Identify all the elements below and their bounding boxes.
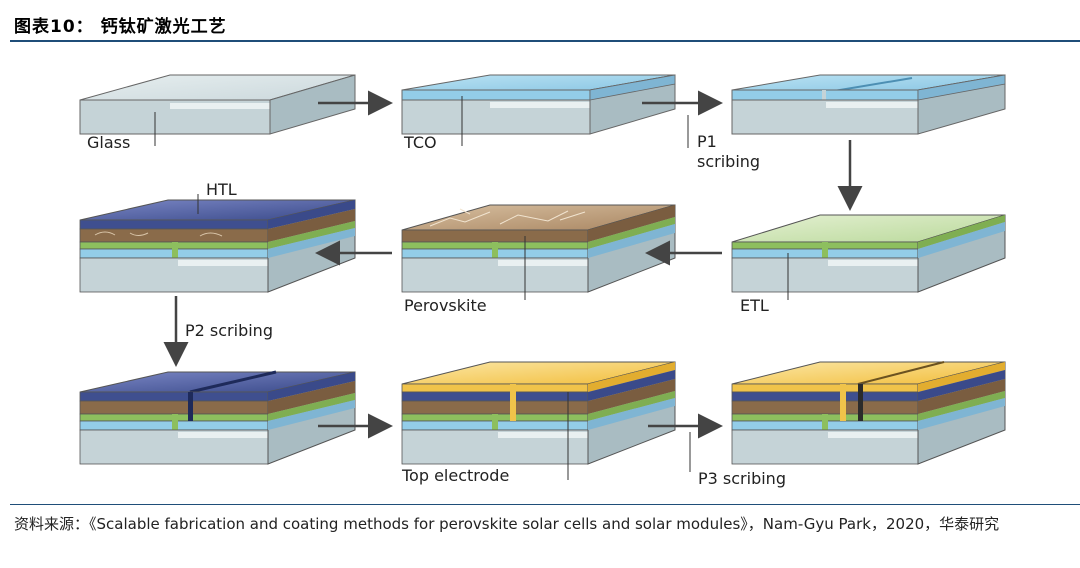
- block-perovskite: [401, 204, 676, 293]
- label-perovskite: Perovskite: [404, 296, 487, 315]
- label-p3: P3 scribing: [698, 469, 786, 488]
- block-p3-scribed: [731, 361, 1006, 465]
- figure-title: 图表10： 钙钛矿激光工艺: [14, 17, 227, 37]
- label-tco: TCO: [403, 133, 437, 152]
- label-htl: HTL: [206, 180, 237, 199]
- block-top-electrode: [401, 361, 676, 465]
- block-tco: [401, 74, 676, 135]
- label-glass: Glass: [87, 133, 130, 152]
- block-p2-scribed: [79, 370, 356, 465]
- label-top-electrode: Top electrode: [401, 466, 509, 485]
- block-glass: [79, 74, 356, 135]
- block-etl: [731, 214, 1006, 293]
- block-htl: [79, 199, 356, 293]
- label-p1-line1: P1: [697, 132, 717, 151]
- label-p2: P2 scribing: [185, 321, 273, 340]
- title-divider: [10, 40, 1080, 42]
- source-note: 资料来源：《Scalable fabrication and coating m…: [14, 515, 1000, 533]
- block-p1-scribed: [731, 74, 1006, 135]
- label-p1-line2: scribing: [697, 152, 760, 171]
- footer-divider: [10, 504, 1080, 505]
- label-etl: ETL: [740, 296, 769, 315]
